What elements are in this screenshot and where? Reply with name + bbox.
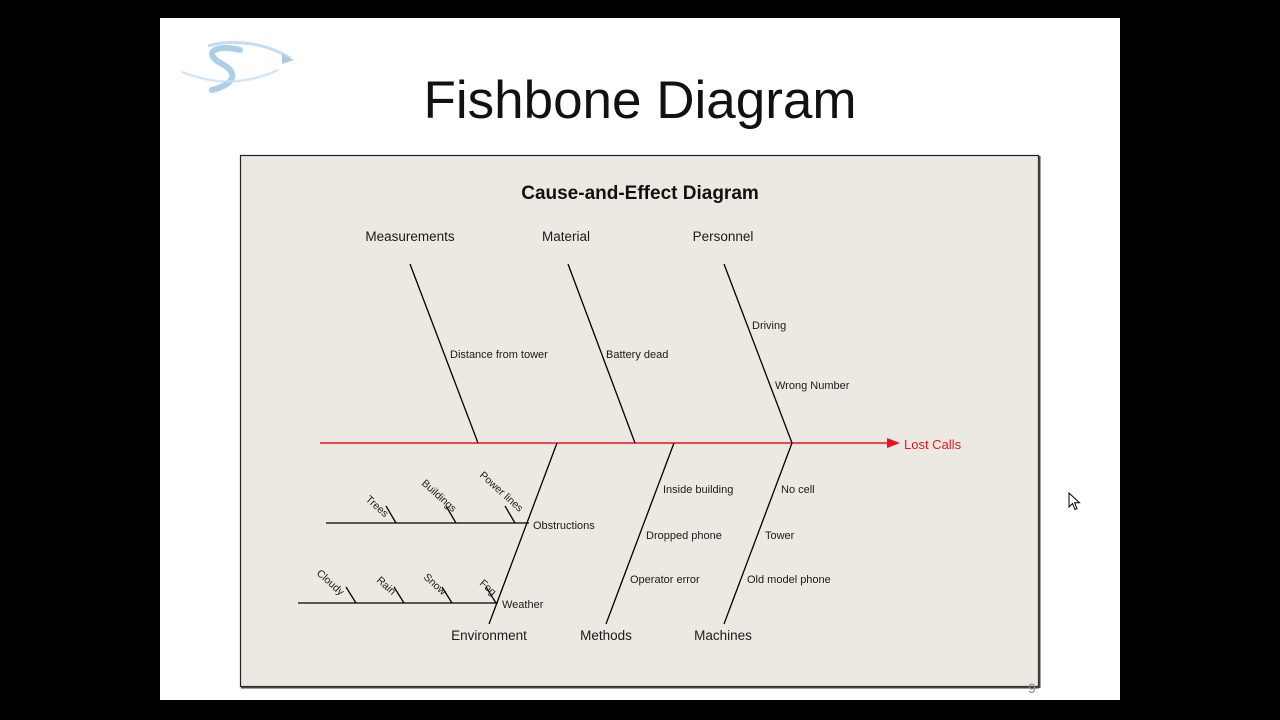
diagram-panel [239,154,1040,688]
bone-personnel [723,263,793,444]
cause-label: No cell [781,484,815,496]
cause-label: Inside building [663,484,733,496]
tick-fog [485,586,497,604]
cause-label: Distance from tower [450,349,548,361]
effect-label: Lost Calls [904,437,962,452]
cause-label: Tower [765,530,795,542]
tick-power-lines [504,505,516,524]
category-label-personnel: Personnel [693,229,754,244]
slide-title: Fishbone Diagram [423,71,857,130]
fishbone-diagram: Cause-and-Effect Diagram Lost Calls Meas… [239,154,1041,689]
cause-label: Dropped phone [646,530,722,542]
bone-environment [488,442,558,625]
tick-trees [385,505,397,524]
cause-label: Wrong Number [775,380,850,392]
spine-arrowhead [887,438,900,448]
bone-material [567,263,636,444]
category-label-machines: Machines [694,628,752,643]
bone-methods [605,442,675,625]
tick-buildings [445,505,457,524]
category-label-methods: Methods [580,628,632,643]
cause-label: Operator error [630,574,700,586]
category-label-environment: Environment [451,628,527,643]
tick-snow [441,586,453,604]
category-label-measurements: Measurements [365,229,455,244]
tick-rain [393,586,405,604]
cause-label: Obstructions [533,520,595,532]
slide: Fishbone Diagram Cause-and-Effect Diagra… [160,18,1120,700]
category-label-material: Material [542,229,590,244]
cause-label: Old model phone [747,574,831,586]
company-logo-swoosh [181,40,294,93]
bone-measurements [409,263,479,444]
diagram-title: Cause-and-Effect Diagram [521,183,759,204]
cause-label: Battery dead [606,349,668,361]
tick-cloudy [345,586,357,604]
cause-label: Driving [752,320,786,332]
bone-machines [723,442,793,625]
page-number: 9 [1028,680,1036,696]
cause-label: Weather [502,599,544,611]
mouse-cursor-icon [1068,492,1081,511]
